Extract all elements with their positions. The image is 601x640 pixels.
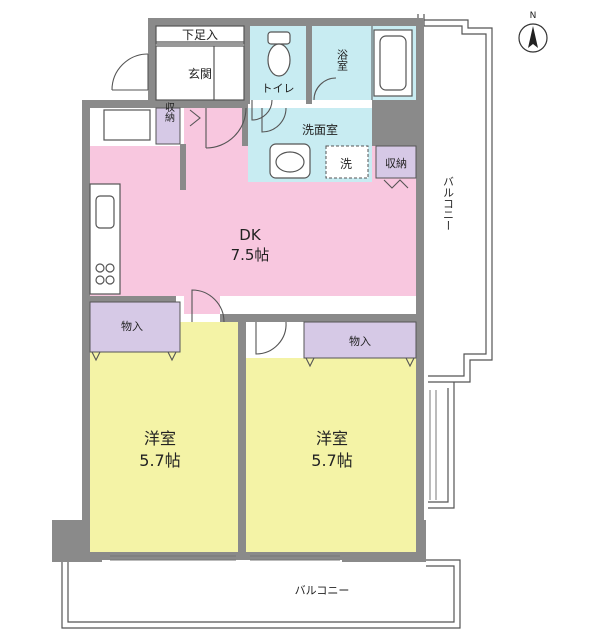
closet-left-floor (89, 301, 181, 353)
wash-basin (269, 143, 311, 179)
north-label: N (530, 11, 537, 21)
kitchen-partition (180, 144, 186, 190)
label-western-right-name: 洋室 (316, 429, 348, 448)
north-arrow-icon: N (518, 11, 548, 53)
label-washer: 洗 (340, 157, 352, 171)
dk-floor-upper (184, 108, 242, 148)
label-western-left-size: 5.7帖 (139, 451, 180, 470)
western-right-floor (246, 358, 416, 552)
label-dk-name: DK (239, 226, 262, 244)
label-bathroom: 浴室 (336, 49, 349, 71)
toilet-door (251, 99, 273, 121)
label-balcony-bottom: バルコニー (295, 584, 350, 597)
closet-right-floor (303, 321, 417, 359)
label-entrance: 玄関 (188, 66, 212, 81)
label-closet-right: 物入 (349, 334, 371, 348)
label-shoe-storage: 下足入 (182, 28, 218, 42)
entrance-area (155, 25, 245, 101)
label-balcony-side: バルコニー (442, 176, 455, 231)
bottom-windows (110, 555, 340, 561)
balcony-outline (61, 14, 493, 629)
storage-entry-floor (155, 107, 181, 145)
bathtub (373, 29, 413, 97)
wash-door (261, 107, 287, 133)
label-western-right-size: 5.7帖 (311, 451, 352, 470)
toilet-fixture (267, 31, 291, 77)
label-closet-left: 物入 (121, 319, 143, 333)
western-left-floor (90, 322, 238, 552)
doors (91, 107, 415, 368)
kitchen-counter (89, 183, 121, 295)
label-storage-wash: 収納 (385, 157, 407, 170)
entry-door (111, 53, 149, 91)
label-storage-entry: 収納 (163, 102, 175, 123)
label-western-left-name: 洋室 (144, 429, 176, 448)
fridge-space (103, 109, 151, 141)
hall-floor (184, 296, 220, 314)
storage-wash-floor (375, 145, 417, 179)
bath-door (313, 77, 337, 101)
label-dk-size: 7.5帖 (231, 246, 270, 264)
washer-space (325, 145, 369, 179)
label-washroom: 洗面室 (302, 122, 338, 137)
label-toilet: トイレ (262, 82, 295, 95)
